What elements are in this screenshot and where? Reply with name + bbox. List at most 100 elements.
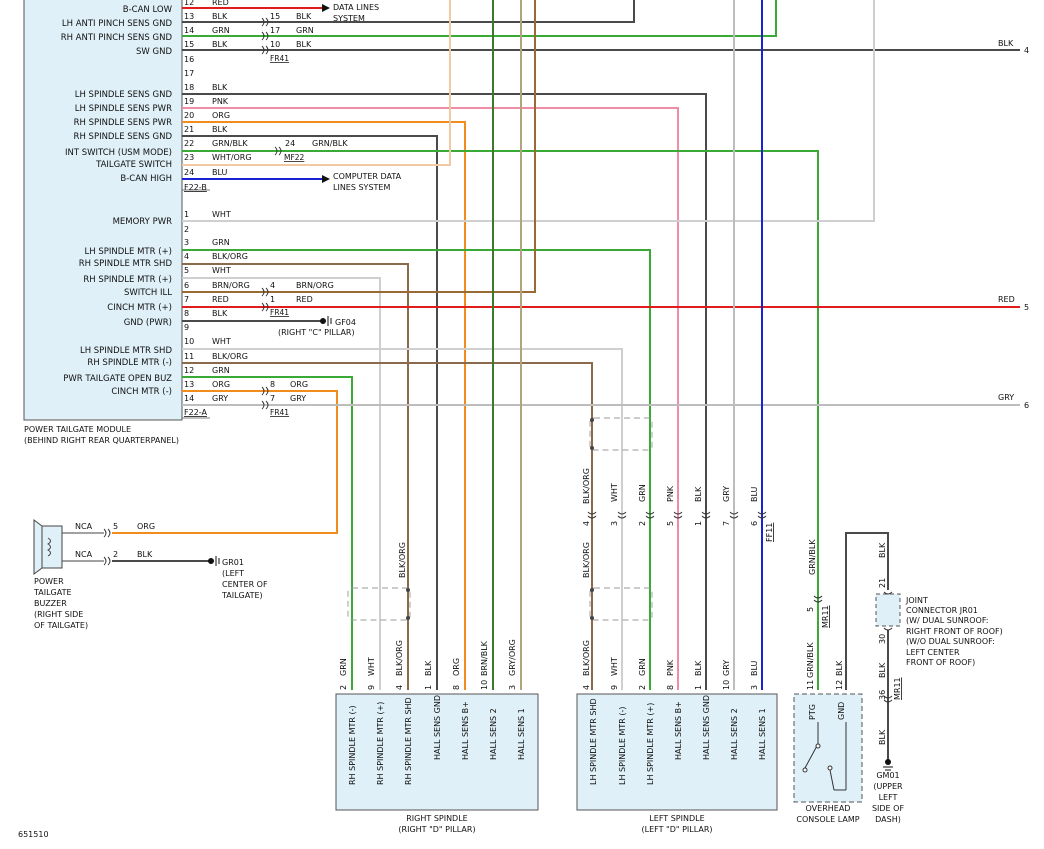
svg-text:1: 1 bbox=[694, 521, 703, 526]
svg-text:5: 5 bbox=[113, 522, 118, 531]
svg-text:MF22: MF22 bbox=[284, 153, 305, 162]
svg-text:WHT: WHT bbox=[212, 210, 231, 219]
svg-text:(W/ DUAL SUNROOF:: (W/ DUAL SUNROOF: bbox=[906, 616, 989, 625]
svg-text:HALL SENS 2: HALL SENS 2 bbox=[489, 708, 498, 760]
svg-text:18: 18 bbox=[184, 83, 194, 92]
overhead-lamp-title-1: OVERHEAD bbox=[806, 804, 851, 813]
svg-text:GND (PWR): GND (PWR) bbox=[124, 318, 172, 328]
left-spindle-blk-org-upper: BLK/ORG bbox=[582, 468, 591, 504]
data-lines-arrow-bottom bbox=[322, 175, 330, 183]
overhead-inline-connector: MR11 bbox=[821, 605, 830, 628]
svg-text:WHT: WHT bbox=[367, 657, 376, 676]
svg-text:BLK: BLK bbox=[296, 12, 312, 21]
svg-text:RH SPINDLE MTR (+): RH SPINDLE MTR (+) bbox=[376, 702, 385, 785]
svg-text:RH ANTI PINCH SENS GND: RH ANTI PINCH SENS GND bbox=[61, 33, 173, 43]
connector-f22-a: F22-A bbox=[184, 408, 207, 417]
module-title: POWER TAILGATE MODULE bbox=[24, 425, 131, 434]
data-lines-label-1: DATA LINES bbox=[333, 3, 379, 12]
svg-text:BRN/ORG: BRN/ORG bbox=[212, 281, 250, 290]
joint-color-mid: BLK bbox=[878, 662, 887, 678]
joint-mr-num: 36 bbox=[878, 690, 887, 700]
overhead-lamp-title-2: CONSOLE LAMP bbox=[796, 815, 859, 824]
svg-text:GRN/BLK: GRN/BLK bbox=[212, 139, 248, 148]
ground-gr01-label: GR01 (LEFT CENTER OF TAILGATE) bbox=[221, 558, 268, 600]
svg-text:PNK: PNK bbox=[212, 97, 229, 106]
svg-text:BLK/ORG: BLK/ORG bbox=[212, 352, 248, 361]
svg-text:FR41: FR41 bbox=[270, 408, 289, 417]
svg-text:RED: RED bbox=[998, 295, 1015, 304]
svg-text:GRY: GRY bbox=[998, 393, 1014, 402]
svg-text:12: 12 bbox=[835, 680, 844, 690]
svg-text:ORG: ORG bbox=[137, 522, 155, 531]
svg-text:15: 15 bbox=[270, 12, 280, 21]
svg-text:7: 7 bbox=[184, 295, 189, 304]
left-spindle-pins: 4 BLK/ORG LH SPINDLE MTR SHD 9 WHT LH SP… bbox=[582, 640, 767, 785]
svg-text:GM01: GM01 bbox=[876, 771, 899, 780]
svg-text:BLK: BLK bbox=[424, 660, 433, 676]
svg-text:BRN/ORG: BRN/ORG bbox=[296, 281, 334, 290]
svg-text:7: 7 bbox=[722, 521, 731, 526]
svg-text:4: 4 bbox=[395, 685, 404, 690]
right-spindle-subtitle: (RIGHT "D" PILLAR) bbox=[398, 825, 475, 834]
svg-text:RED: RED bbox=[212, 295, 229, 304]
ground-gm01-label: GM01 (UPPER LEFT SIDE OF DASH) bbox=[872, 771, 904, 824]
svg-text:4: 4 bbox=[582, 521, 591, 526]
svg-text:GRY/ORG: GRY/ORG bbox=[508, 639, 517, 676]
svg-text:BRN/BLK: BRN/BLK bbox=[480, 640, 489, 676]
svg-text:21: 21 bbox=[184, 125, 194, 134]
left-spindle-blk-org-lower: BLK/ORG bbox=[582, 542, 591, 578]
svg-text:RH SPINDLE MTR SHD: RH SPINDLE MTR SHD bbox=[404, 697, 413, 785]
svg-text:8: 8 bbox=[452, 685, 461, 690]
svg-text:15: 15 bbox=[184, 40, 194, 49]
svg-text:SWITCH ILL: SWITCH ILL bbox=[124, 288, 172, 298]
svg-text:GRN/BLK: GRN/BLK bbox=[312, 139, 348, 148]
svg-text:1: 1 bbox=[424, 685, 433, 690]
svg-text:10: 10 bbox=[480, 680, 489, 690]
svg-text:WHT: WHT bbox=[610, 657, 619, 676]
svg-text:BLK: BLK bbox=[296, 40, 312, 49]
svg-text:(W/O DUAL SUNROOF:: (W/O DUAL SUNROOF: bbox=[906, 637, 995, 646]
ground-gr01-symbol bbox=[208, 556, 220, 566]
svg-text:BUZZER: BUZZER bbox=[34, 599, 67, 608]
svg-text:GRN/BLK: GRN/BLK bbox=[806, 642, 815, 678]
power-tailgate-module-box bbox=[23, 0, 183, 421]
svg-text:LH SPINDLE MTR (+): LH SPINDLE MTR (+) bbox=[646, 703, 655, 785]
computer-data-label-2: LINES SYSTEM bbox=[333, 183, 390, 192]
overhead-inline-num: 5 bbox=[806, 607, 815, 612]
ground-gf04-location: (RIGHT "C" PILLAR) bbox=[278, 328, 355, 337]
svg-text:(UPPER: (UPPER bbox=[873, 782, 903, 791]
svg-text:5: 5 bbox=[1024, 303, 1029, 312]
svg-text:PNK: PNK bbox=[666, 659, 675, 676]
svg-text:RH SPINDLE MTR (-): RH SPINDLE MTR (-) bbox=[87, 358, 172, 368]
svg-text:10: 10 bbox=[184, 337, 194, 346]
svg-text:5: 5 bbox=[184, 266, 189, 275]
right-spindle-box bbox=[335, 693, 539, 811]
joint-pin-bot: 30 bbox=[878, 634, 887, 644]
svg-text:9: 9 bbox=[367, 685, 376, 690]
connector-f22-b: F22-B bbox=[184, 183, 207, 192]
svg-text:11: 11 bbox=[806, 680, 815, 690]
svg-text:INT SWITCH (USM MODE): INT SWITCH (USM MODE) bbox=[65, 148, 172, 158]
svg-text:24: 24 bbox=[184, 168, 194, 177]
right-spindle-blk-org-label: BLK/ORG bbox=[398, 542, 407, 578]
svg-text:TAILGATE SWITCH: TAILGATE SWITCH bbox=[95, 160, 172, 170]
svg-text:HALL SENS 2: HALL SENS 2 bbox=[730, 708, 739, 760]
inline-connector-marks bbox=[261, 17, 282, 410]
left-spindle-shield-dashes-upper bbox=[589, 417, 653, 451]
svg-text:CINCH MTR (+): CINCH MTR (+) bbox=[107, 303, 172, 313]
svg-text:4: 4 bbox=[184, 252, 189, 261]
svg-text:14: 14 bbox=[184, 394, 194, 403]
svg-text:BLK/ORG: BLK/ORG bbox=[582, 640, 591, 676]
svg-text:HALL SENS GND: HALL SENS GND bbox=[702, 695, 711, 760]
svg-text:12: 12 bbox=[184, 0, 194, 7]
left-spindle-shield-dashes-lower bbox=[589, 587, 653, 621]
svg-text:LH SPINDLE MTR (+): LH SPINDLE MTR (+) bbox=[85, 247, 172, 257]
svg-text:BLK: BLK bbox=[835, 660, 844, 676]
svg-text:17: 17 bbox=[270, 26, 280, 35]
svg-text:FR41: FR41 bbox=[270, 308, 289, 317]
mr11-inline-marks bbox=[813, 595, 893, 703]
svg-text:RIGHT FRONT OF ROOF): RIGHT FRONT OF ROOF) bbox=[906, 627, 1003, 636]
svg-text:17: 17 bbox=[184, 69, 194, 78]
svg-text:MEMORY PWR: MEMORY PWR bbox=[113, 217, 173, 227]
svg-text:6: 6 bbox=[750, 521, 759, 526]
